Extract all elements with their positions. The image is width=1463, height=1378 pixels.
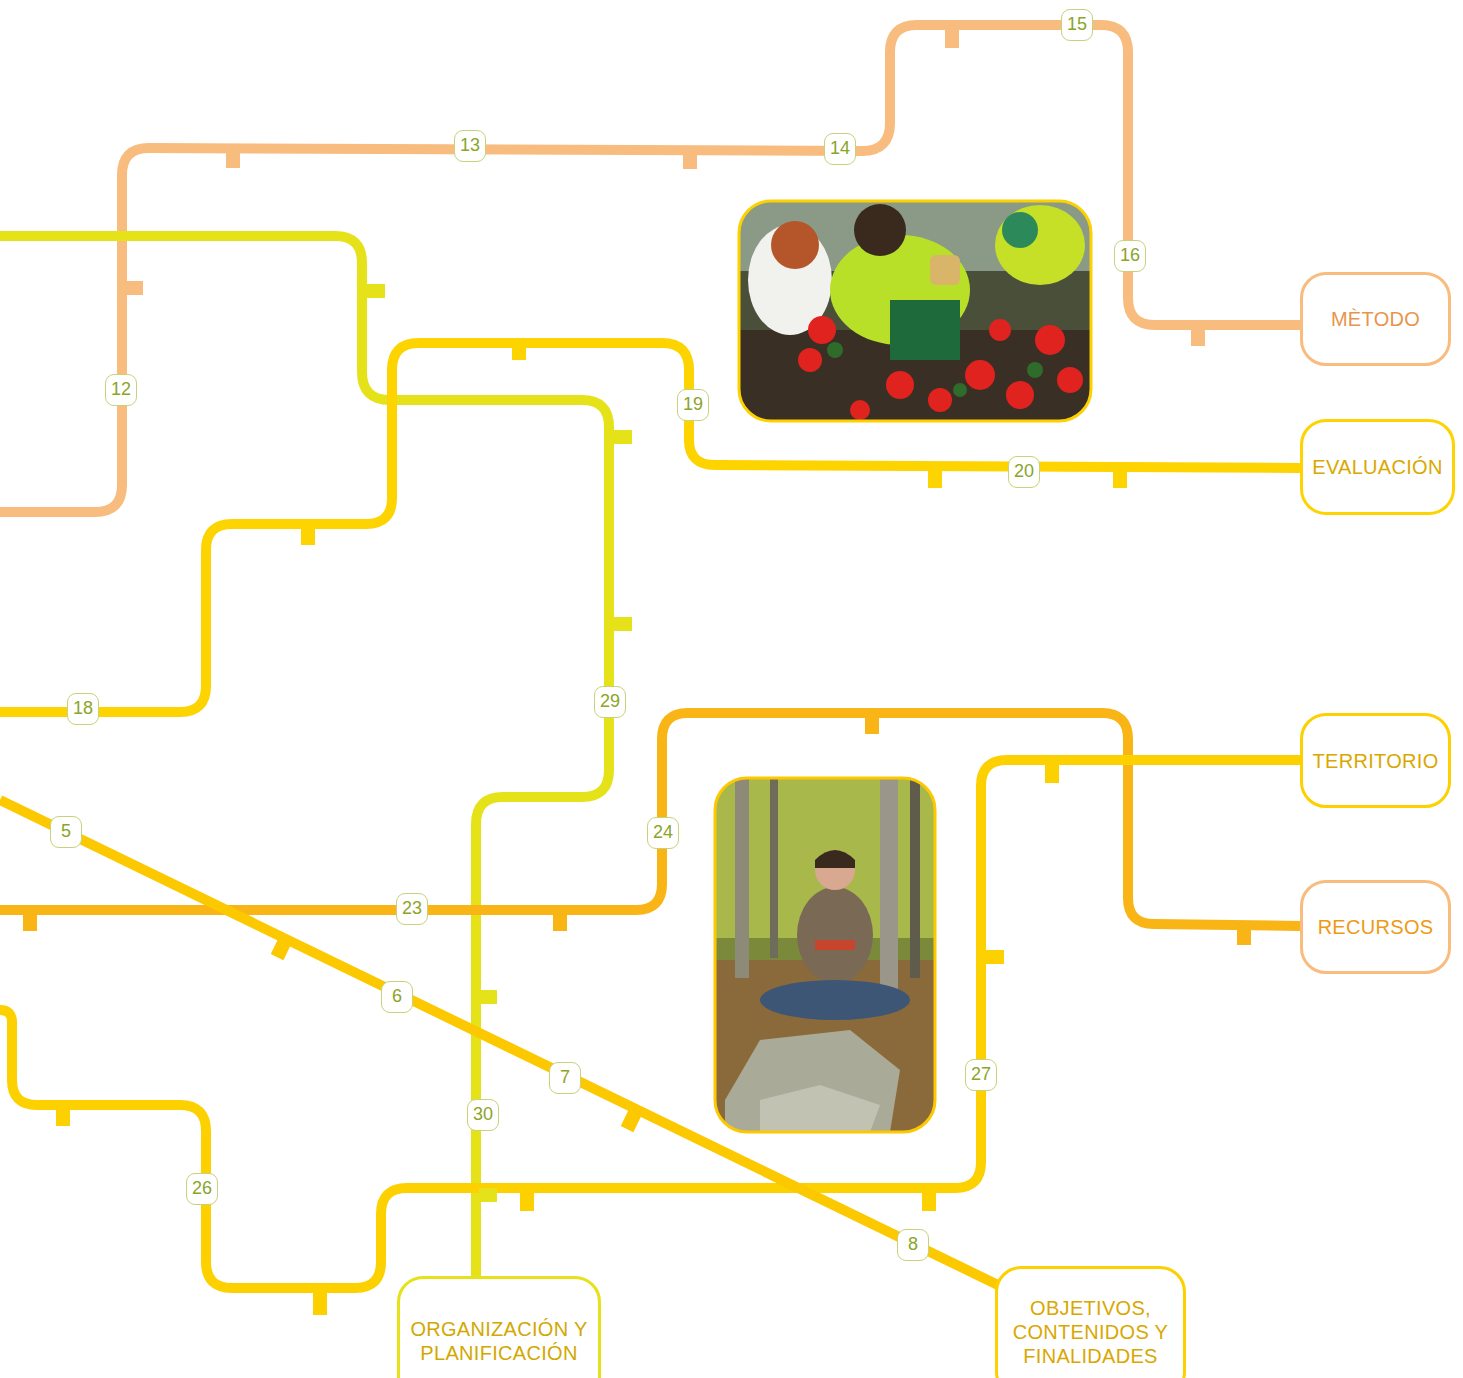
terminal-box: RECURSOS <box>1300 880 1451 974</box>
terminal-box: OBJETIVOS, CONTENIDOS Y FINALIDADES <box>995 1266 1186 1378</box>
callout-number: 8 <box>897 1229 929 1261</box>
callout-number: 23 <box>396 893 428 925</box>
station-ticks <box>23 28 1251 1315</box>
terminal-name: MÈTODO <box>1331 307 1420 331</box>
callout-number: 6 <box>381 981 413 1013</box>
callout-number: 26 <box>186 1173 218 1205</box>
callout-number: 14 <box>824 133 856 165</box>
terminal-name: EVALUACIÓN <box>1312 455 1442 479</box>
callout-number: 27 <box>965 1059 997 1091</box>
terminal-name: RECURSOS <box>1318 915 1434 939</box>
box-text-group: OBJETIVOS, CONTENIDOS Y FINALIDADES <box>1011 1296 1171 1368</box>
callout-number: 12 <box>105 374 137 406</box>
box-text-group: MÈTODO <box>1331 307 1420 331</box>
terminal-name: ORGANIZACIÓN Y PLANIFICACIÓN <box>409 1317 589 1365</box>
callout-number: 18 <box>67 693 99 725</box>
callout-number: 16 <box>1114 240 1146 272</box>
box-text-group: ORGANIZACIÓN Y PLANIFICACIÓN <box>409 1317 589 1365</box>
callout-number: 30 <box>467 1099 499 1131</box>
box-text-group: EVALUACIÓN <box>1312 455 1442 479</box>
objetivos-line <box>0 800 1000 1286</box>
terminal-box: EVALUACIÓN <box>1300 419 1455 515</box>
forest-photo <box>715 778 935 1132</box>
organizacion-line <box>0 236 609 1277</box>
planting-photo <box>739 201 1091 421</box>
callout-number: 19 <box>677 389 709 421</box>
terminal-box: TERRITORIO <box>1300 713 1451 808</box>
callout-number: 15 <box>1061 9 1093 41</box>
box-text-group: TERRITORIO <box>1313 749 1439 773</box>
terminal-name: TERRITORIO <box>1313 749 1439 773</box>
callout-number: 7 <box>549 1062 581 1094</box>
photo-frame <box>715 778 935 1132</box>
terminal-name: OBJETIVOS, CONTENIDOS Y FINALIDADES <box>1011 1296 1171 1368</box>
callout-number: 20 <box>1008 456 1040 488</box>
callout-number: 13 <box>454 130 486 162</box>
terminal-box: MÈTODO <box>1300 272 1451 366</box>
territorio-line <box>0 760 1300 1288</box>
callout-number: 24 <box>647 817 679 849</box>
terminal-box: ORGANIZACIÓN Y PLANIFICACIÓN <box>397 1276 601 1378</box>
box-text-group: RECURSOS <box>1318 915 1434 939</box>
callout-number: 29 <box>594 686 626 718</box>
callout-number: 5 <box>50 816 82 848</box>
evaluacion-line <box>0 343 1300 712</box>
photo-frame <box>739 201 1091 421</box>
metodo-line <box>0 25 1300 512</box>
